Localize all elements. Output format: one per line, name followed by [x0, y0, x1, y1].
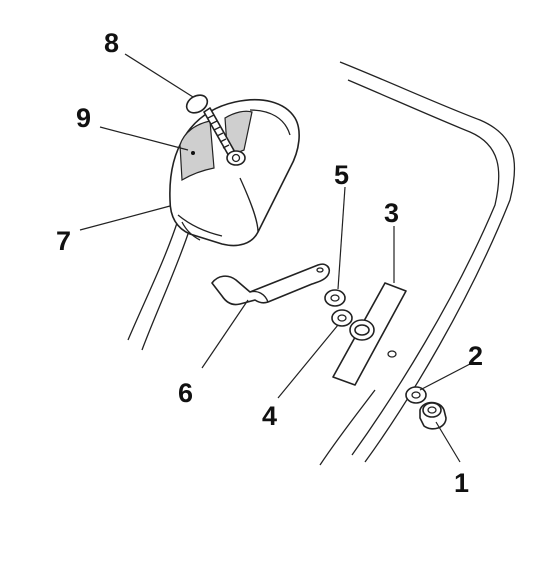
flat-washer [324, 289, 346, 307]
leader-6 [201, 299, 249, 369]
leader-1 [435, 421, 461, 463]
deck-outline [319, 61, 516, 466]
callout-4: 4 [262, 401, 277, 431]
leader-7 [79, 205, 171, 231]
callout-3: 3 [384, 198, 399, 228]
adjuster-bolt [185, 94, 246, 166]
mounting-hole [387, 350, 397, 358]
mounting-plate [332, 282, 407, 386]
washer-small [405, 386, 427, 404]
callout-labels: 8 9 7 5 3 6 4 2 1 [56, 28, 483, 498]
leader-8 [124, 53, 194, 98]
leader-9 [99, 126, 189, 151]
callout-9: 9 [76, 103, 91, 133]
leader-5 [337, 186, 346, 290]
callout-8: 8 [104, 28, 119, 58]
spacer-washer [331, 309, 353, 327]
leader-2 [419, 363, 471, 391]
callout-7: 7 [56, 226, 71, 256]
decal-dot [191, 151, 195, 155]
lock-nut [419, 401, 447, 430]
indicator-decal [179, 110, 253, 182]
callout-5: 5 [334, 160, 349, 190]
lever-arm [211, 263, 331, 306]
control-cable [127, 219, 191, 351]
leader-lines [79, 53, 471, 463]
leader-4 [277, 324, 339, 399]
callout-6: 6 [178, 378, 193, 408]
callout-1: 1 [454, 468, 469, 498]
callout-2: 2 [468, 341, 483, 371]
